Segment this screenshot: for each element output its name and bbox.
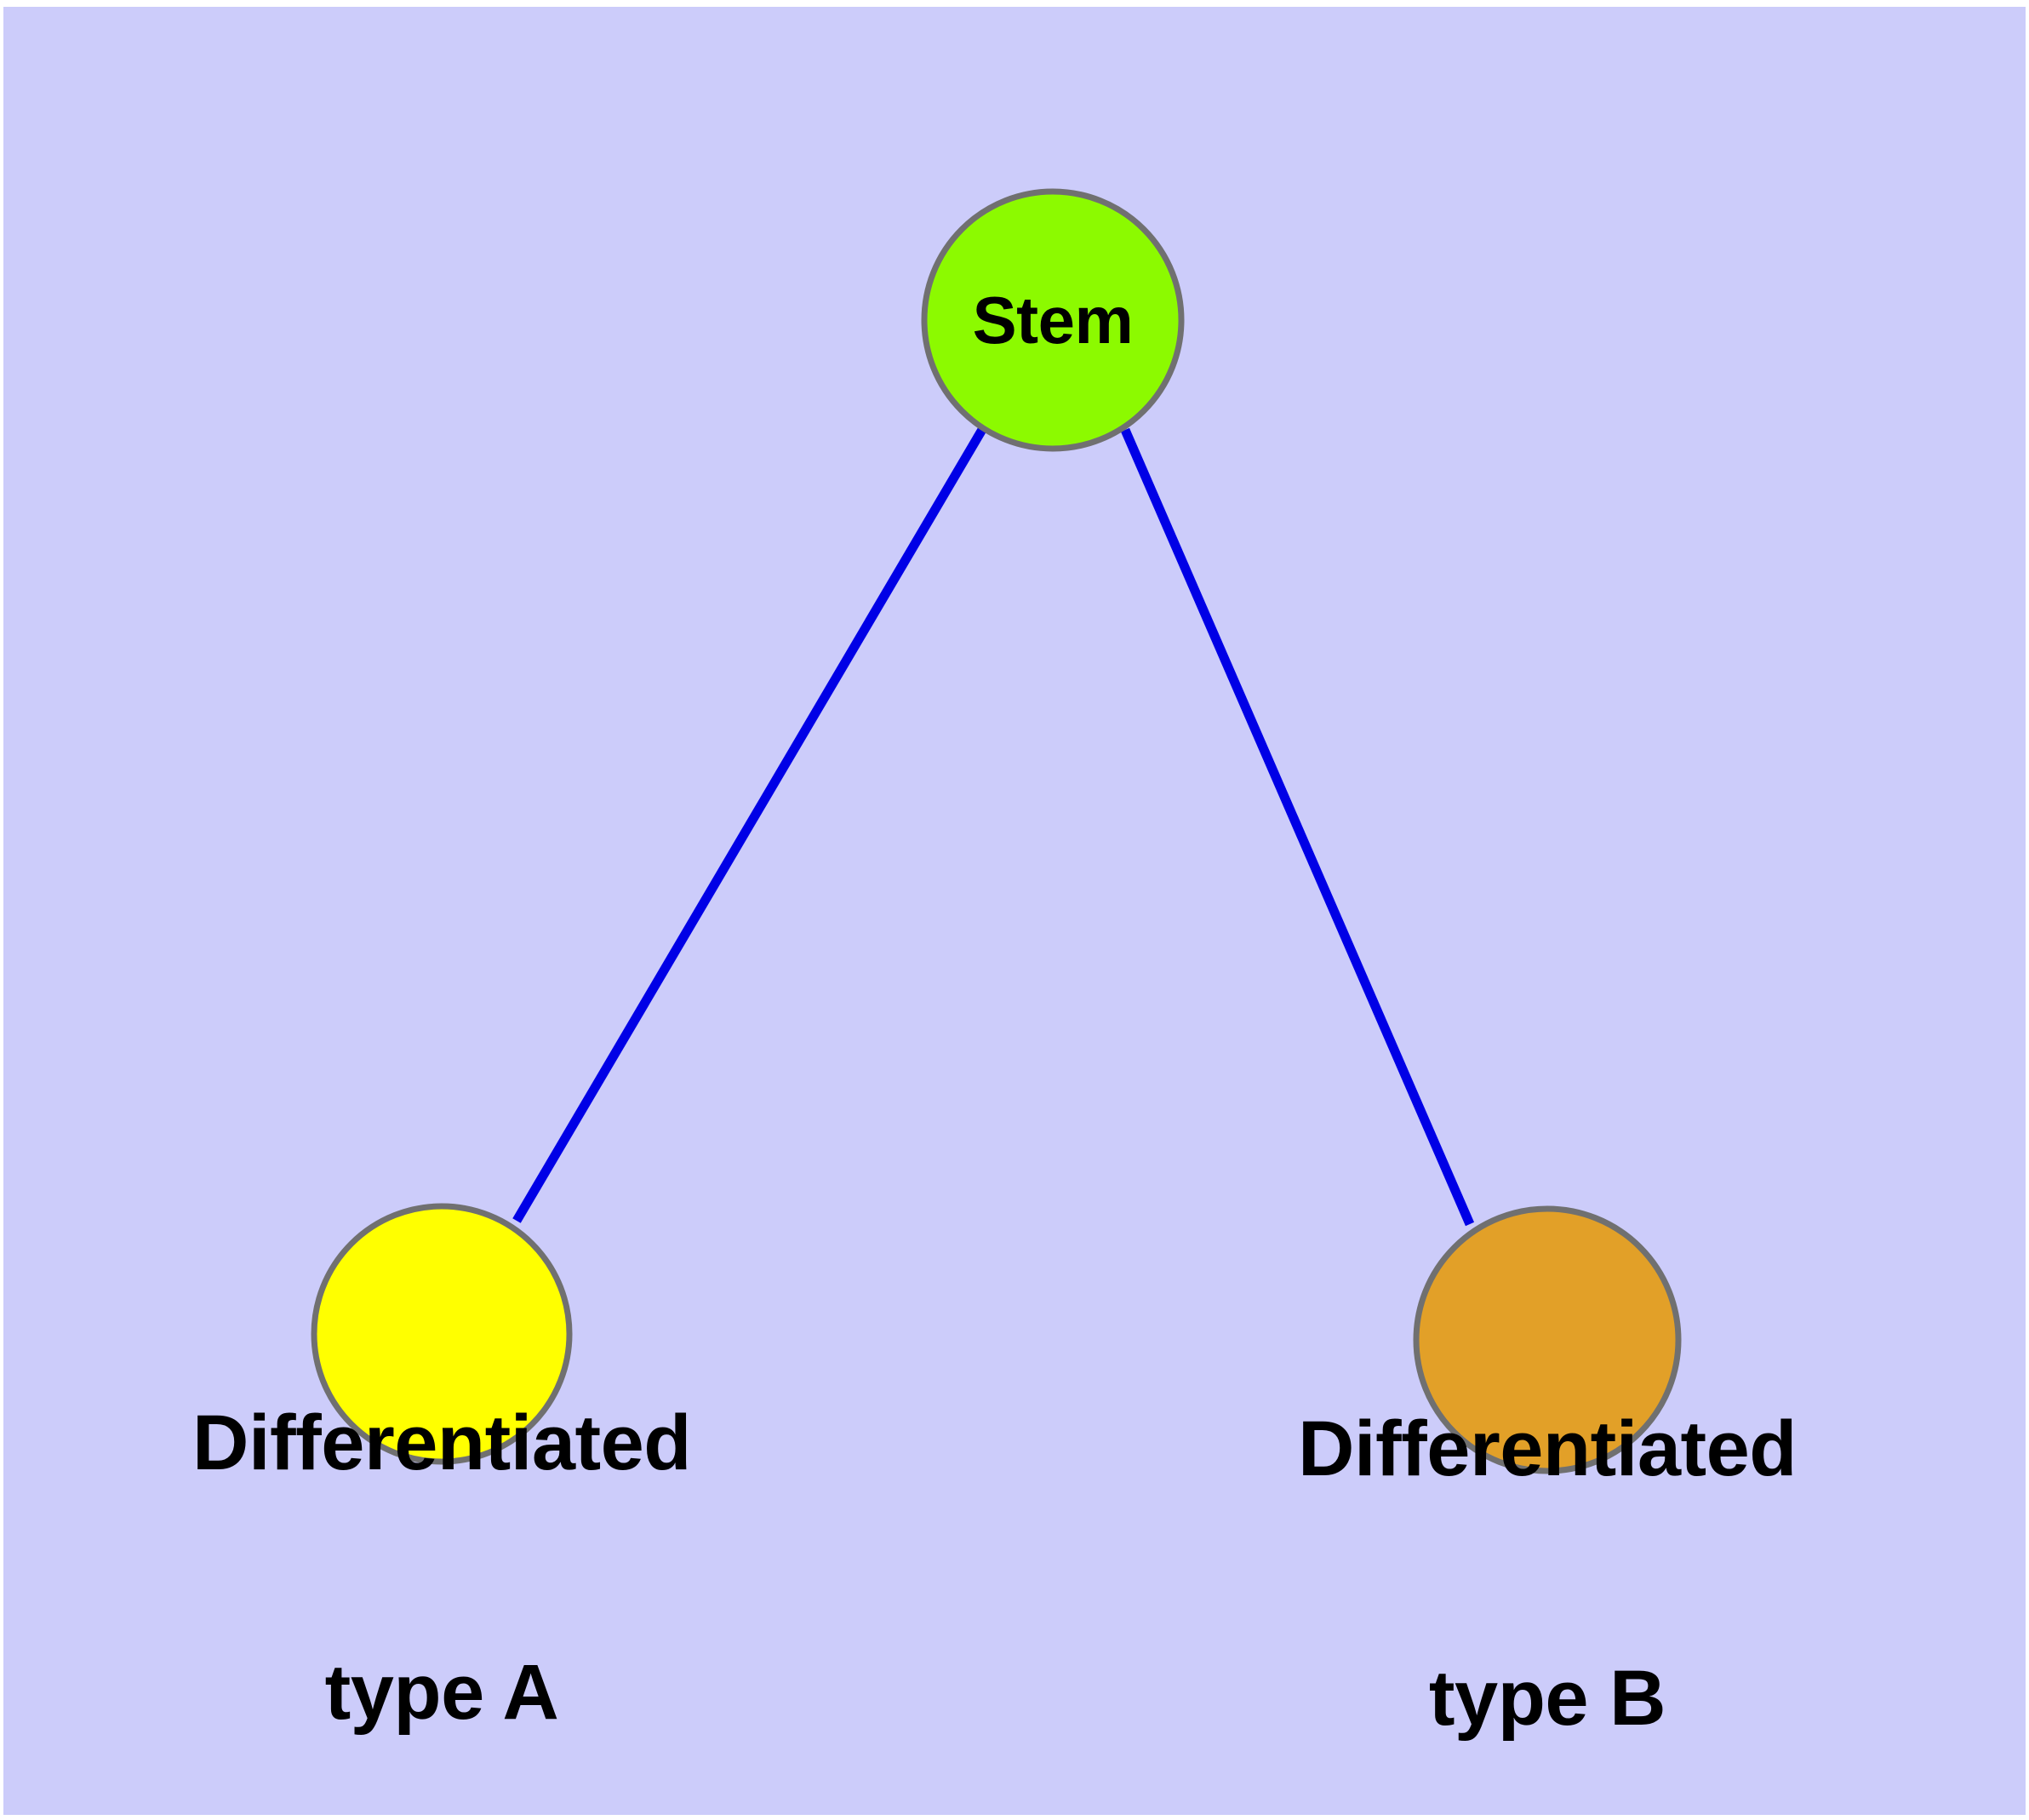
node-layer [311, 188, 1682, 1474]
edge-stem-to-type-a[interactable] [512, 426, 987, 1223]
edge-layer [512, 426, 1475, 1227]
edge-stem-to-type-b[interactable] [1120, 427, 1475, 1227]
node-differentiated-type-b[interactable] [1413, 1205, 1682, 1474]
node-stem[interactable] [921, 188, 1185, 452]
node-differentiated-type-a[interactable] [311, 1203, 573, 1465]
